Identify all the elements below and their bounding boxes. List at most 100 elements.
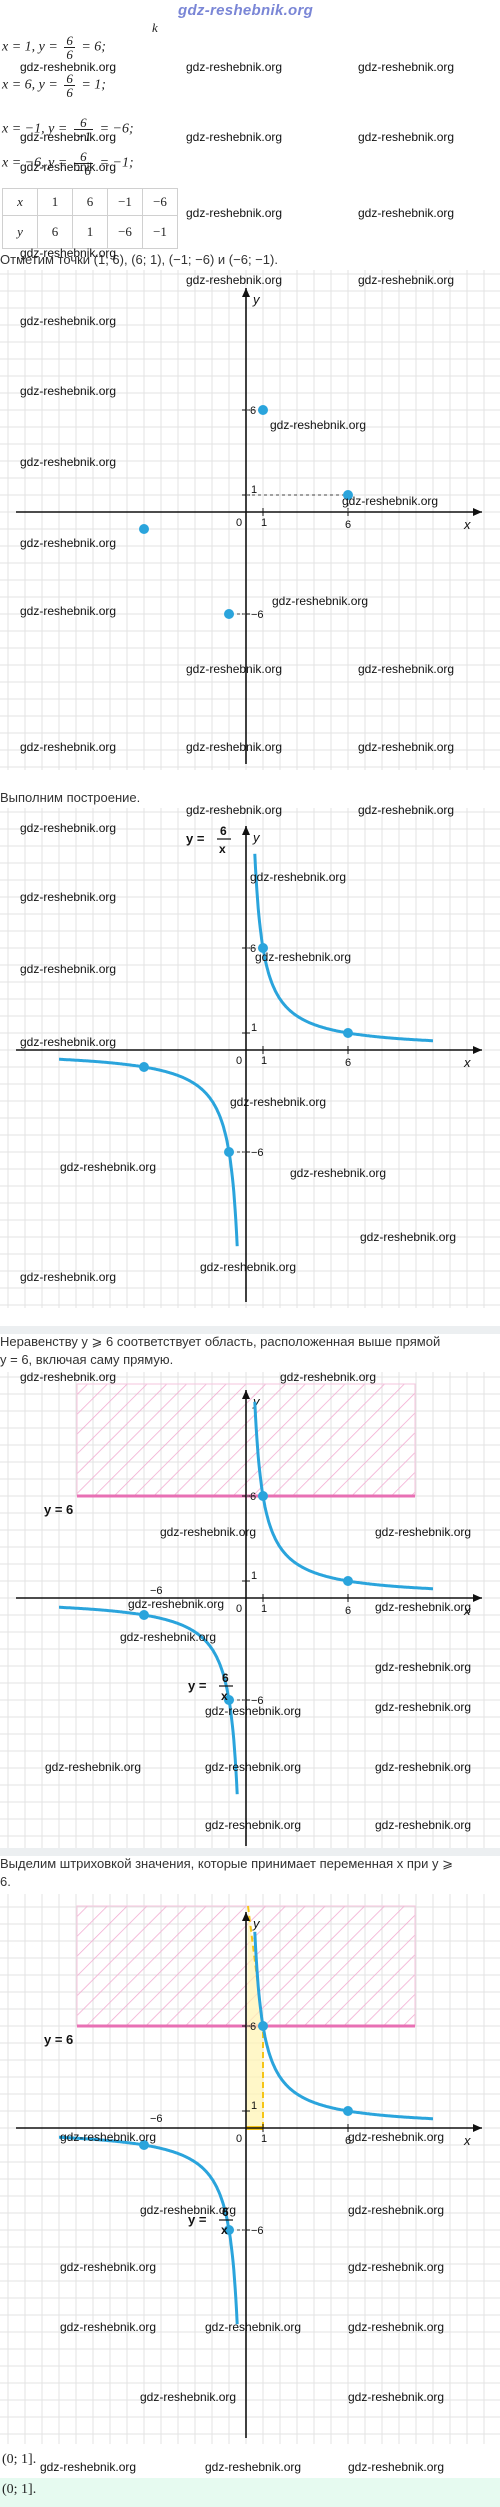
x-axis-arrow bbox=[473, 2124, 482, 2132]
x-tick-label: 1 bbox=[261, 517, 267, 529]
watermark: gdz-reshebnik.org bbox=[20, 1035, 117, 1049]
formula-label: y = bbox=[186, 831, 205, 846]
watermark: gdz-reshebnik.org bbox=[205, 2460, 302, 2474]
x-tick-label: 6 bbox=[345, 2135, 351, 2147]
watermark: gdz-reshebnik.org bbox=[40, 2460, 137, 2474]
watermark: gdz-reshebnik.org bbox=[375, 1525, 472, 1539]
watermark: gdz-reshebnik.org bbox=[230, 1095, 327, 1109]
watermark: gdz-reshebnik.org bbox=[272, 594, 369, 608]
watermark: gdz-reshebnik.org bbox=[140, 2203, 237, 2217]
watermark: gdz-reshebnik.org bbox=[205, 1818, 302, 1832]
origin-label: 0 bbox=[236, 1603, 242, 1615]
table-cell: −6 bbox=[107, 215, 143, 249]
axis-x-label: x bbox=[463, 1055, 471, 1070]
x-axis-arrow bbox=[473, 1046, 482, 1054]
watermark: gdz-reshebnik.org bbox=[186, 740, 283, 754]
watermark: gdz-reshebnik.org bbox=[120, 1630, 217, 1644]
y-tick-label: −6 bbox=[251, 1147, 264, 1159]
data-point bbox=[139, 1610, 149, 1620]
formula-denominator: x bbox=[221, 1689, 228, 1703]
y-tick-label: 1 bbox=[251, 1570, 257, 1582]
data-point bbox=[224, 1147, 234, 1157]
axis-y-label: y bbox=[252, 830, 261, 845]
origin-label: 0 bbox=[236, 517, 242, 529]
hyperbola-branch-negative bbox=[59, 2135, 239, 2325]
data-point bbox=[139, 1062, 149, 1072]
axis-y-label: y bbox=[252, 1916, 261, 1931]
axis-y-label: y bbox=[252, 1394, 261, 1409]
table-cell: 1 bbox=[72, 215, 108, 249]
watermark: gdz-reshebnik.org bbox=[200, 1260, 297, 1274]
formula-numerator: 6 bbox=[222, 2205, 229, 2219]
data-point bbox=[343, 490, 353, 500]
watermark: gdz-reshebnik.org bbox=[186, 130, 283, 144]
watermark: gdz-reshebnik.org bbox=[348, 2203, 445, 2217]
watermark: gdz-reshebnik.org bbox=[255, 950, 352, 964]
watermark: gdz-reshebnik.org bbox=[20, 962, 117, 976]
y-tick-label: 1 bbox=[251, 1022, 257, 1034]
watermark: gdz-reshebnik.org bbox=[358, 206, 455, 220]
mark-points-text: Отметим точки (1; 6), (6; 1), (−1; −6) и… bbox=[0, 252, 278, 267]
data-point bbox=[343, 1576, 353, 1586]
data-point bbox=[224, 1695, 234, 1705]
origin-label: 0 bbox=[236, 2133, 242, 2145]
axis-x-label: x bbox=[463, 517, 471, 532]
watermark: gdz-reshebnik.org bbox=[205, 1760, 302, 1774]
watermark: gdz-reshebnik.org bbox=[20, 536, 117, 550]
table-row-y: y 6 1 −6 −1 bbox=[2, 215, 178, 249]
table-cell: −1 bbox=[142, 215, 178, 249]
x-tick-label: 6 bbox=[345, 519, 351, 531]
watermark: gdz-reshebnik.org bbox=[348, 2260, 445, 2274]
x-tick-label: 6 bbox=[345, 1057, 351, 1069]
watermark: gdz-reshebnik.org bbox=[358, 60, 455, 74]
watermark: gdz-reshebnik.org bbox=[20, 740, 117, 754]
watermark: gdz-reshebnik.org bbox=[375, 1660, 472, 1674]
watermark: gdz-reshebnik.org bbox=[20, 130, 117, 144]
data-point bbox=[258, 2021, 268, 2031]
watermark: gdz-reshebnik.org bbox=[45, 1760, 142, 1774]
values-table: x 1 6 −1 −6 y 6 1 −6 −1 bbox=[2, 188, 178, 249]
formula-denominator: x bbox=[219, 842, 226, 856]
answer-box: (0; 1]. bbox=[0, 2478, 500, 2507]
y-tick-label: −6 bbox=[251, 2225, 264, 2237]
hyperbola-branch-negative bbox=[59, 1057, 239, 1247]
watermark: gdz-reshebnik.org bbox=[140, 2390, 237, 2404]
x-tick-label: 1 bbox=[261, 2133, 267, 2145]
watermark: gdz-reshebnik.org bbox=[128, 1597, 225, 1611]
line-label: y = 6 bbox=[44, 1502, 73, 1517]
data-point bbox=[258, 1491, 268, 1501]
watermark: gdz-reshebnik.org bbox=[375, 1700, 472, 1714]
watermark: gdz-reshebnik.org bbox=[358, 273, 455, 287]
watermark: gdz-reshebnik.org bbox=[60, 2130, 157, 2144]
calc-line-3: x = −1, y = 6−1 = −6; bbox=[2, 115, 134, 144]
watermark: gdz-reshebnik.org bbox=[205, 2320, 302, 2334]
table-cell: 6 bbox=[37, 215, 73, 249]
watermark: gdz-reshebnik.org bbox=[375, 1600, 472, 1614]
watermark: gdz-reshebnik.org bbox=[348, 2460, 445, 2474]
site-title: gdz-reshebnik.org bbox=[178, 2, 314, 19]
data-point bbox=[258, 405, 268, 415]
y-tick-label: 6 bbox=[250, 405, 256, 417]
table-row-x: x 1 6 −1 −6 bbox=[2, 188, 178, 216]
watermark: gdz-reshebnik.org bbox=[358, 662, 455, 676]
data-point bbox=[258, 943, 268, 953]
watermark: gdz-reshebnik.org bbox=[20, 890, 117, 904]
highlight-text-2: 6. bbox=[0, 1874, 11, 1889]
watermark: gdz-reshebnik.org bbox=[342, 494, 439, 508]
formula-numerator: 6 bbox=[222, 1671, 229, 1685]
data-point bbox=[224, 609, 234, 619]
watermark: gdz-reshebnik.org bbox=[375, 1818, 472, 1832]
watermark: gdz-reshebnik.org bbox=[280, 1370, 377, 1384]
watermark: gdz-reshebnik.org bbox=[60, 2260, 157, 2274]
watermark: gdz-reshebnik.org bbox=[60, 2320, 157, 2334]
watermark: gdz-reshebnik.org bbox=[360, 1230, 457, 1244]
watermark: gdz-reshebnik.org bbox=[20, 60, 117, 74]
x-tick-label-neg6: −6 bbox=[150, 1585, 163, 1597]
table-cell: x bbox=[2, 188, 38, 216]
watermark: gdz-reshebnik.org bbox=[348, 2320, 445, 2334]
watermark: gdz-reshebnik.org bbox=[20, 314, 117, 328]
calc-line-4: x = −6, y = 6−6 = −1; bbox=[2, 149, 134, 178]
